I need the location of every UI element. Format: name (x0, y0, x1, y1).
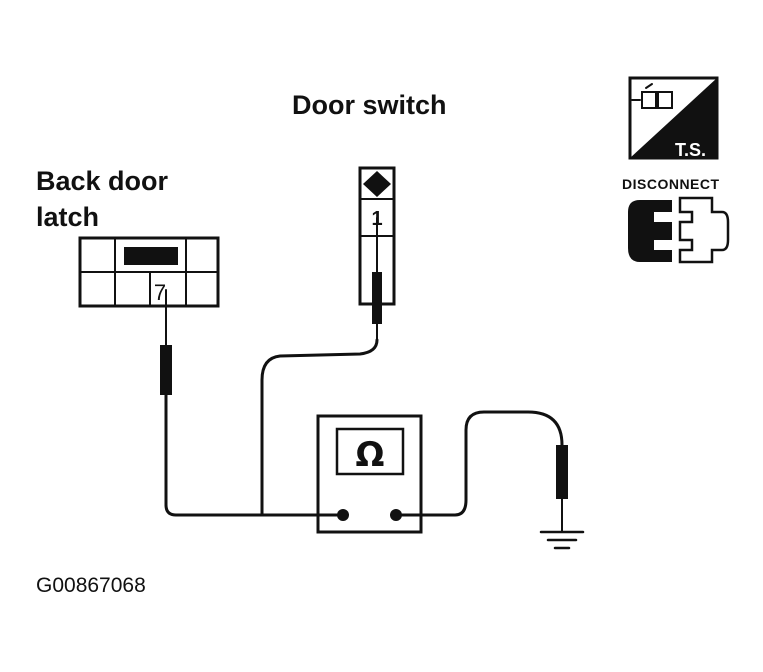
ground-probe (556, 445, 568, 533)
ts-badge (628, 76, 719, 160)
ground-symbol (539, 530, 585, 550)
ohmmeter (316, 414, 423, 534)
meter-terminal-left (337, 509, 349, 521)
latch-lock-tab (124, 247, 178, 265)
diamond-marker (363, 171, 391, 197)
door-switch-label: Door switch (292, 90, 447, 120)
figure-id: G00867068 (36, 574, 146, 597)
ts-label: T.S. (675, 140, 706, 160)
switch-probe (372, 217, 382, 341)
latch-label-line2: latch (36, 202, 100, 232)
switch-wire (260, 338, 379, 517)
disconnect-text: DISCONNECT (622, 176, 720, 192)
latch-wire (164, 503, 345, 517)
latch-terminal-number: 7 (154, 280, 166, 305)
ohm-symbol: Ω (356, 435, 385, 475)
ground-wire (396, 410, 564, 517)
back-door-latch-label: Back door latch (36, 163, 168, 235)
latch-probe (160, 289, 172, 507)
back-door-latch-connector (78, 236, 220, 308)
latch-label-line1: Back door (36, 166, 169, 196)
meter-terminal-right (390, 509, 402, 521)
battery-icon (631, 83, 673, 109)
switch-terminal-number: 1 (371, 208, 382, 230)
disconnect-icon (628, 196, 730, 264)
